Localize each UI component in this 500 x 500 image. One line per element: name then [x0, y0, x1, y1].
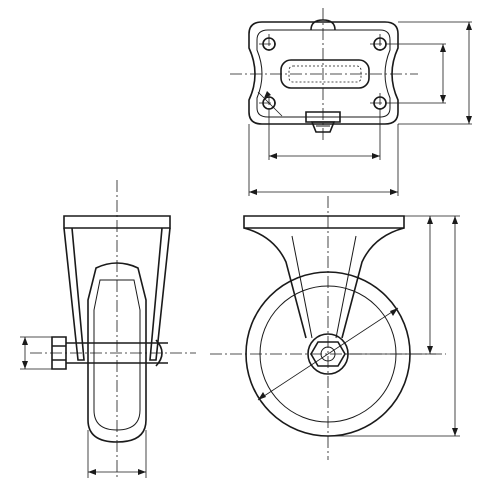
- dimension-hole-spacing-horizontal: [268, 110, 381, 160]
- front-fork-inner: [291, 235, 357, 339]
- side-fork-right: [149, 227, 171, 361]
- front-fork-bracket: [243, 227, 405, 339]
- dimension-axle-diameter: [20, 336, 52, 370]
- dimension-wheel-diameter: [257, 307, 399, 401]
- side-wheel: [87, 262, 147, 443]
- front-view: [210, 196, 460, 460]
- side-axle-nut: [51, 336, 67, 370]
- dimension-axle-height: [346, 215, 436, 355]
- dimension-hole-spacing-vertical: [386, 43, 446, 104]
- dimension-overall-height: [328, 215, 460, 437]
- dimension-side-width: [87, 430, 147, 478]
- front-top-plate: [243, 215, 405, 229]
- top-view: [230, 8, 472, 196]
- mounting-plate-outline: [248, 21, 399, 125]
- center-slot-inner: [288, 65, 362, 83]
- side-axle-cap: [155, 339, 163, 367]
- dimension-plate-width: [248, 124, 399, 196]
- axle-nut-top: [305, 111, 341, 133]
- side-view: [20, 180, 196, 480]
- dimension-plate-height: [398, 21, 472, 125]
- plate-inner-contour: [256, 29, 391, 118]
- side-fork-left: [63, 227, 85, 361]
